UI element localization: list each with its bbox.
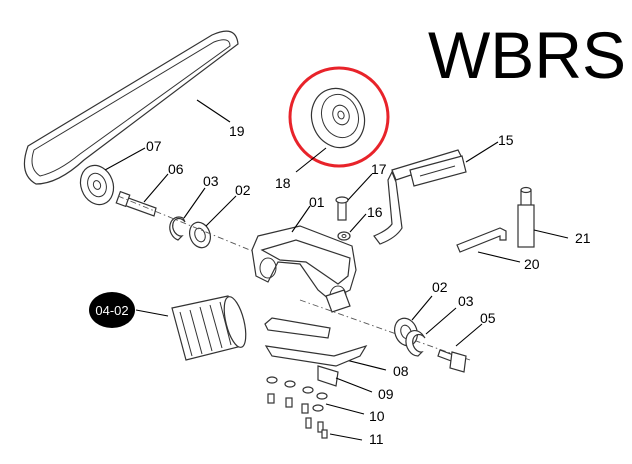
- leader-11: [329, 433, 363, 441]
- label-02-left: 02: [235, 182, 251, 198]
- leader-05: [455, 323, 483, 347]
- label-03-left: 03: [203, 173, 219, 189]
- label-18: 18: [275, 175, 291, 191]
- part-07-pulley[interactable]: [75, 161, 119, 210]
- label-15: 15: [498, 132, 514, 148]
- label-09: 09: [378, 386, 394, 402]
- label-07: 07: [146, 138, 162, 154]
- part-04-02-brush-roller[interactable]: [171, 295, 250, 361]
- leader-01: [291, 205, 311, 233]
- part-11-screws[interactable]: [305, 417, 328, 439]
- part-16-washer[interactable]: [337, 231, 351, 241]
- leader-19: [196, 99, 231, 123]
- leader-02-right: [411, 295, 433, 321]
- leader-04-02: [135, 309, 169, 317]
- part-03-circlip-right[interactable]: [405, 330, 426, 357]
- label-11: 11: [369, 431, 384, 447]
- label-01: 01: [309, 194, 325, 210]
- part-19-belt[interactable]: [23, 30, 239, 185]
- label-02-right: 02: [432, 279, 448, 295]
- label-08: 08: [393, 363, 409, 379]
- leader-10: [325, 403, 365, 415]
- leader-18: [295, 147, 327, 173]
- part-18-pulley[interactable]: [303, 81, 372, 155]
- label-06: 06: [168, 161, 184, 177]
- part-01-housing[interactable]: [251, 225, 357, 313]
- part-04-02-badge: 04-02: [89, 292, 135, 328]
- part-20-hex-key[interactable]: [456, 227, 507, 253]
- label-05: 05: [480, 310, 496, 326]
- label-21: 21: [575, 230, 591, 246]
- part-03-circlip-left[interactable]: [169, 216, 186, 241]
- part-06-shaft[interactable]: [115, 190, 157, 217]
- highlight-circle: [288, 66, 390, 168]
- part-09-plate[interactable]: [264, 344, 368, 387]
- leader-20: [477, 251, 521, 263]
- label-03-right: 03: [458, 293, 474, 309]
- label-16: 16: [367, 204, 383, 220]
- label-10: 10: [369, 408, 385, 424]
- part-21-stud[interactable]: [517, 186, 535, 248]
- leader-03-left: [183, 187, 206, 219]
- diagram-title: WBRS: [428, 18, 626, 92]
- leader-02-left: [205, 195, 237, 227]
- part-17-bolt[interactable]: [335, 196, 349, 221]
- leader-09: [335, 377, 373, 393]
- leader-16: [349, 213, 367, 233]
- leader-07: [104, 147, 146, 171]
- label-17: 17: [371, 161, 387, 177]
- part-10-screws[interactable]: [266, 376, 328, 414]
- centerline-left: [117, 195, 263, 256]
- part-05-bolt[interactable]: [437, 349, 467, 373]
- part-15-bracket-arm[interactable]: [373, 149, 467, 245]
- label-20: 20: [524, 256, 540, 272]
- leader-15: [465, 141, 499, 163]
- leader-03-right: [425, 307, 457, 335]
- label-04-02: 04-02: [95, 303, 128, 318]
- part-08-plate[interactable]: [264, 317, 331, 339]
- part-02-bearing-left[interactable]: [186, 219, 214, 250]
- leader-17: [347, 173, 373, 201]
- label-19: 19: [229, 123, 245, 139]
- leader-21: [533, 229, 569, 239]
- leader-06: [143, 173, 169, 203]
